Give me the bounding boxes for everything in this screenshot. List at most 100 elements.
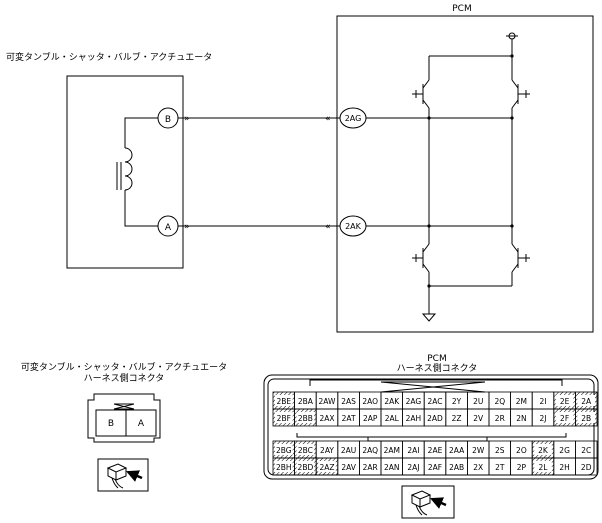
pin-b-node: B: [157, 107, 179, 129]
pcm-pin-label: 2R: [495, 414, 505, 423]
pcm-pin-hatch-inner: [555, 412, 574, 423]
pcm-pin-label: 2AI: [407, 446, 419, 455]
pcm-pin-label: 2AL: [385, 414, 400, 423]
pcm-pin-label: 2AR: [363, 463, 378, 472]
actuator-connector-title-1: 可変タンブル・シャッタ・バルブ・アクチュエータ: [21, 361, 227, 373]
pcm-pin-label: 2O: [516, 446, 527, 455]
svg-text:«: «: [325, 222, 331, 232]
pcm-pin-label: 2AX: [319, 414, 334, 423]
pcm-connector-title-2: ハーネス側コネクタ: [397, 362, 478, 374]
junction-dots: [427, 54, 514, 288]
pcm-pin-label: 2D: [581, 463, 592, 472]
pcm-pin-hatch-inner: [577, 412, 595, 423]
actuator-connector-title-2: ハーネス側コネクタ: [84, 372, 165, 384]
actuator-connector-pin-a: A: [138, 419, 145, 429]
pin-2ak-node: 2AK: [339, 215, 367, 237]
pcm-pin-label: 2A: [581, 397, 592, 406]
actuator-box: [66, 75, 184, 269]
pcm-pin-label: 2BG: [276, 446, 292, 455]
pcm-pin-label: 2U: [473, 397, 483, 406]
pcm-pin-label: 2BD: [298, 463, 314, 472]
pcm-pin-label: 2AT: [342, 414, 356, 423]
pcm-pin-label: 2AA: [449, 446, 465, 455]
pcm-pin-label: 2AN: [384, 463, 400, 472]
pin-2ag-label: 2AG: [345, 114, 362, 123]
pcm-pin-label: 2AM: [384, 446, 400, 455]
pcm-box: [336, 15, 594, 333]
pcm-pin-label: 2AH: [406, 414, 422, 423]
pcm-pin-label: 2Y: [452, 397, 462, 406]
pcm-pin-hatch-inner: [534, 461, 552, 472]
pcm-pin-label: 2BH: [276, 463, 292, 472]
pcm-pin-label: 2BF: [277, 414, 291, 423]
pcm-pin-label: 2AJ: [407, 463, 419, 472]
svg-text:»: »: [184, 114, 190, 124]
pcm-pin-hatch-inner: [296, 444, 315, 455]
pcm-connector-title-1: PCM: [427, 354, 446, 364]
pcm-pin-label: 2BC: [298, 446, 313, 455]
pcm-pin-hatch-inner: [534, 444, 552, 455]
pcm-pin-label: 2AD: [427, 414, 443, 423]
pcm-pin-label: 2Z: [452, 414, 462, 423]
pin-2ag-node: 2AG: [339, 107, 367, 129]
pcm-pin-hatch-inner: [555, 395, 574, 406]
pcm-pin-label: 2AO: [362, 397, 378, 406]
pcm-pin-label: 2AF: [428, 463, 442, 472]
pin-a-label: A: [165, 223, 172, 233]
pin-b-label: B: [165, 115, 171, 125]
pcm-pin-label: 2AW: [319, 397, 336, 406]
h-bridge-circuit: [366, 32, 530, 322]
svg-text:«: «: [325, 114, 331, 124]
pcm-pin-label: 2J: [540, 414, 547, 423]
pcm-pin-label: 2AY: [320, 446, 334, 455]
pcm-pin-label: 2G: [559, 446, 570, 455]
pcm-pin-label: 2AZ: [319, 463, 334, 472]
pcm-pin-label: 2N: [516, 414, 526, 423]
pcm-pin-label: 2AC: [427, 397, 442, 406]
harness-side-icon-pcm: [401, 485, 455, 519]
svg-text:»: »: [184, 222, 190, 232]
pcm-pin-label: 2H: [559, 463, 569, 472]
actuator-connector-pin-b: B: [108, 419, 114, 429]
pcm-pin-label: 2M: [516, 397, 527, 406]
wire-b-2ag: » «: [178, 114, 340, 124]
pcm-pin-hatch-inner: [577, 395, 595, 406]
pcm-pin-cell: [575, 457, 598, 476]
pcm-pin-label: 2X: [473, 463, 483, 472]
pcm-pin-label: 2L: [539, 463, 549, 472]
pcm-pin-hatch-inner: [275, 412, 293, 423]
pcm-pin-hatch-inner: [318, 461, 336, 472]
pcm-pin-hatch-inner: [296, 461, 315, 472]
pcm-pin-label: 2BB: [298, 414, 313, 423]
pcm-pin-label: 2AE: [428, 446, 443, 455]
pcm-pin-label: 2BA: [298, 397, 314, 406]
pcm-pin-label: 2AB: [449, 463, 464, 472]
pcm-pin-label: 2AU: [341, 446, 356, 455]
pin-2ak-label: 2AK: [345, 222, 362, 231]
actuator-connector: [87, 393, 161, 443]
pcm-pin-label: 2S: [495, 446, 505, 455]
pcm-pin-hatch-inner: [275, 395, 293, 406]
pcm-pin-label: 2T: [495, 463, 505, 472]
pcm-pin-label: 2AS: [341, 397, 356, 406]
pcm-pin-hatch-inner: [275, 461, 293, 472]
pcm-pin-label: 2B: [581, 414, 591, 423]
pcm-pin-label: 2AV: [341, 463, 356, 472]
pcm-title: PCM: [452, 4, 471, 14]
pcm-pin-label: 2AK: [384, 397, 400, 406]
pcm-pin-label: 2F: [560, 414, 569, 423]
actuator-title: 可変タンブル・シャッタ・バルブ・アクチュエータ: [6, 51, 212, 63]
solenoid-coil: [116, 117, 170, 227]
pcm-pin-label: 2I: [540, 397, 547, 406]
harness-side-icon: [97, 458, 149, 492]
pcm-pin-label: 2AQ: [362, 446, 378, 455]
pin-a-node: A: [157, 215, 179, 237]
pcm-pin-label: 2E: [560, 397, 570, 406]
pcm-pin-hatch-inner: [275, 444, 293, 455]
pcm-pin-label: 2P: [517, 463, 527, 472]
wire-a-2ak: » «: [178, 222, 340, 232]
pcm-pin-label: 2Q: [494, 397, 505, 406]
pcm-pin-cell: [575, 408, 598, 427]
